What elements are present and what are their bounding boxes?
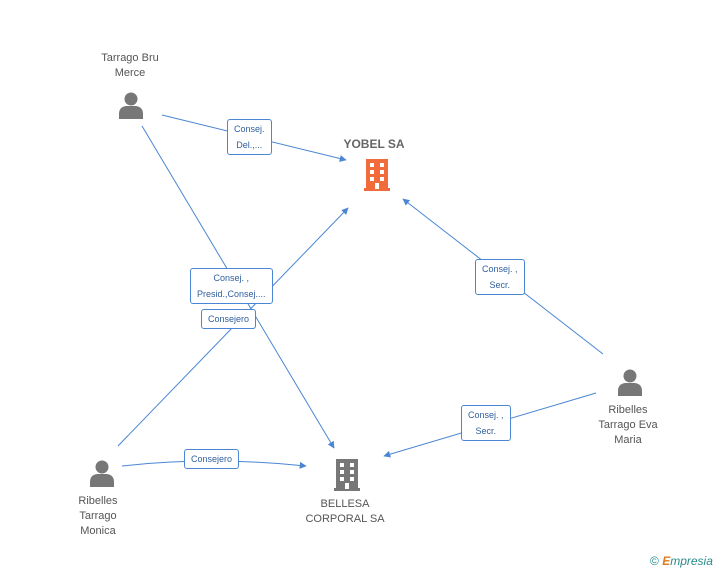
person-icon[interactable]: [117, 91, 145, 119]
brand-initial: E: [662, 554, 671, 568]
edge-label-line: Consej. ,: [213, 273, 250, 283]
edge-label-line: Del.,...: [236, 140, 263, 150]
node-tarrago-bru-label[interactable]: Tarrago Bru Merce: [80, 51, 180, 81]
node-label-line: Monica: [80, 525, 116, 537]
copyright-symbol: ©: [650, 554, 659, 568]
edge-label-line: Consejero: [191, 454, 233, 464]
edge-label-bru-bellesa[interactable]: Consej. , Presid.,Consej....: [190, 268, 273, 304]
node-label-line: Ribelles: [78, 495, 118, 507]
brand-name: mpresia: [670, 554, 713, 568]
edge-label-monica-yobel[interactable]: Consejero: [201, 309, 257, 329]
node-label-line: Tarrago Bru: [101, 52, 159, 64]
building-icon[interactable]: [362, 157, 392, 191]
node-label-line: Tarrago Eva: [598, 419, 658, 431]
node-ribelles-monica-label[interactable]: Ribelles Tarrago Monica: [48, 494, 148, 539]
edge-label-bru-yobel[interactable]: Consej. Del.,...: [227, 119, 272, 155]
node-label-line: Ribelles: [608, 404, 648, 416]
edge-label-line: Secr.: [489, 280, 511, 290]
edge-label-line: Consej. ,: [482, 264, 518, 274]
person-icon[interactable]: [88, 459, 116, 487]
edge-label-line: Secr.: [475, 426, 497, 436]
edge-label-line: Consej.: [234, 124, 265, 134]
node-bellesa-label[interactable]: BELLESA CORPORAL SA: [295, 497, 395, 527]
empresia-logo[interactable]: © Empresia: [650, 554, 713, 568]
node-ribelles-eva-label[interactable]: Ribelles Tarrago Eva Maria: [578, 403, 678, 448]
edge-label-eva-yobel[interactable]: Consej. , Secr.: [475, 259, 525, 295]
node-label-line: BELLESA: [320, 498, 370, 510]
building-icon[interactable]: [332, 457, 362, 491]
node-label-line: Merce: [114, 67, 146, 79]
node-label-line: CORPORAL SA: [305, 513, 385, 525]
edge-label-monica-bellesa[interactable]: Consejero: [184, 449, 240, 469]
node-label-line: Tarrago: [79, 510, 117, 522]
node-label-line: Maria: [614, 434, 642, 446]
node-yobel-label[interactable]: YOBEL SA: [343, 137, 405, 151]
edge-label-line: Consejero: [208, 314, 250, 324]
person-icon[interactable]: [616, 368, 644, 396]
edge-label-eva-bellesa[interactable]: Consej. , Secr.: [461, 405, 511, 441]
edge-label-line: Presid.,Consej....: [197, 289, 266, 299]
edge-label-line: Consej. ,: [468, 410, 504, 420]
